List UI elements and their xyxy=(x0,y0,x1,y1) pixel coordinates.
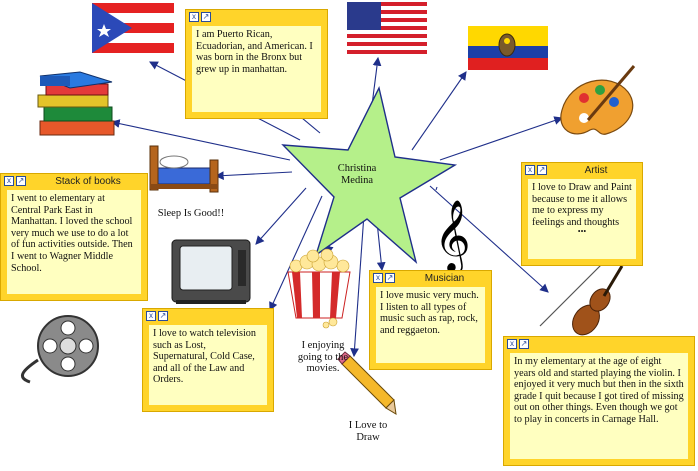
center-name: Christina Medina xyxy=(322,163,392,186)
link-to-ecuador-flag xyxy=(412,72,466,150)
note-title-bar: x ↗ xyxy=(146,311,270,323)
resize-icon[interactable]: ↗ xyxy=(158,311,168,321)
violin-note[interactable]: x ↗ In my elementary at the age of eight… xyxy=(503,336,695,466)
movies-label: I enjoying going to the movies. xyxy=(290,340,356,375)
link-to-pencil xyxy=(354,214,364,356)
tv-note[interactable]: x ↗ I love to watch television such as L… xyxy=(142,308,274,412)
ecuador-flag-icon xyxy=(468,26,548,70)
note-text: In my elementary at the age of eight yea… xyxy=(510,353,688,459)
resize-icon[interactable]: ↗ xyxy=(201,12,211,22)
close-icon[interactable]: x xyxy=(525,165,535,175)
link-to-clef xyxy=(436,187,437,190)
more-indicator: ••• xyxy=(532,228,632,236)
resize-icon[interactable]: ↗ xyxy=(537,165,547,175)
popcorn-icon xyxy=(288,249,350,328)
note-title-bar: x ↗ Stack of books xyxy=(4,176,144,188)
note-text: I went to elementary at Central Park Eas… xyxy=(7,190,141,294)
note-title: Musician xyxy=(401,273,488,284)
close-icon[interactable]: x xyxy=(146,311,156,321)
note-text: I am Puerto Rican, Ecuadorian, and Ameri… xyxy=(192,26,321,112)
resize-icon[interactable]: ↗ xyxy=(385,273,395,283)
musician-note[interactable]: x ↗ Musician I love music very much. I l… xyxy=(369,270,492,370)
note-title-bar: x ↗ Musician xyxy=(373,273,488,285)
close-icon[interactable]: x xyxy=(507,339,517,349)
resize-icon[interactable]: ↗ xyxy=(16,176,26,186)
note-title-bar: x ↗ xyxy=(189,12,324,24)
treble-clef-icon: 𝄞 xyxy=(434,198,471,274)
paint-palette-icon xyxy=(561,66,634,134)
usa-flag-icon xyxy=(347,2,427,54)
link-to-bed xyxy=(216,172,292,176)
note-title-bar: x ↗ xyxy=(507,339,691,351)
puerto-rico-flag-icon xyxy=(92,3,174,53)
close-icon[interactable]: x xyxy=(189,12,199,22)
sleep-label: Sleep Is Good!! xyxy=(146,208,236,220)
identity-note[interactable]: x ↗ I am Puerto Rican, Ecuadorian, and A… xyxy=(185,9,328,119)
link-to-books xyxy=(112,122,290,160)
link-to-tv xyxy=(256,188,306,244)
resize-icon[interactable]: ↗ xyxy=(519,339,529,349)
books-note[interactable]: x ↗ Stack of books I went to elementary … xyxy=(0,173,148,301)
violin-icon xyxy=(540,262,622,340)
bed-icon xyxy=(150,146,218,192)
svg-text:𝄞: 𝄞 xyxy=(434,198,471,274)
close-icon[interactable]: x xyxy=(373,273,383,283)
draw-label: I Love to Draw xyxy=(342,420,394,443)
note-title: Stack of books xyxy=(32,176,144,187)
note-text: I love to watch television such as Lost,… xyxy=(149,325,267,405)
books-icon xyxy=(38,72,114,135)
note-title: Artist xyxy=(553,165,639,176)
close-icon[interactable]: x xyxy=(4,176,14,186)
note-text: I love to Draw and Paint because to me i… xyxy=(528,179,636,259)
note-title-bar: x ↗ Artist xyxy=(525,165,639,177)
link-to-palette xyxy=(440,118,562,160)
note-text: I love music very much. I listen to all … xyxy=(376,287,485,363)
artist-text: I love to Draw and Paint because to me i… xyxy=(532,182,632,228)
film-reel-icon xyxy=(22,316,98,382)
artist-note[interactable]: x ↗ Artist I love to Draw and Paint beca… xyxy=(521,162,643,266)
television-icon xyxy=(172,240,250,304)
